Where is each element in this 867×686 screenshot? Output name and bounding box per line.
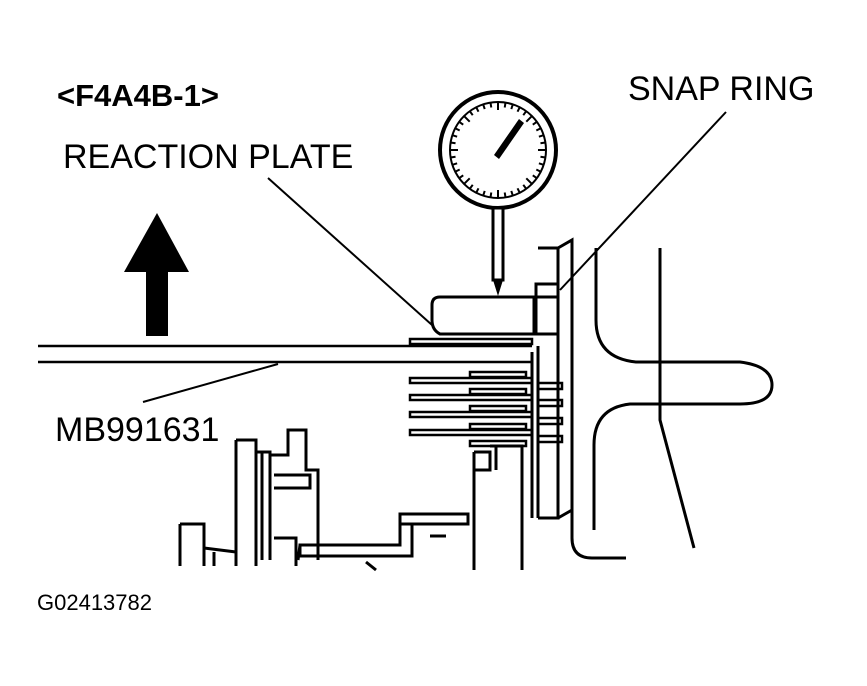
clutch-plate	[468, 370, 528, 379]
dial-tick	[458, 174, 464, 180]
dial-tick	[452, 134, 458, 138]
dial-tick	[475, 187, 480, 194]
dial-tick	[522, 184, 528, 190]
clutch-plate	[468, 387, 528, 396]
clutch-plate	[468, 404, 528, 413]
dial-tick	[540, 155, 546, 159]
dial-tick	[532, 174, 538, 180]
clutch-plate	[468, 422, 528, 431]
tool-number-label: MB991631	[55, 411, 220, 449]
mb991631-leader	[142, 363, 279, 403]
reaction-plate-block	[430, 295, 536, 336]
leader-lines	[142, 111, 727, 403]
clutch-plate	[408, 337, 534, 346]
dial-tick	[452, 162, 458, 166]
reaction-plate-label: REACTION PLATE	[63, 138, 354, 176]
dial-tick	[538, 134, 544, 138]
dial-tick	[450, 155, 456, 159]
dial-tick	[516, 106, 521, 113]
snap-ring-label: SNAP RING	[628, 70, 815, 108]
transmission-housing	[536, 237, 774, 560]
lower-assembly	[178, 428, 470, 572]
dial-tick	[516, 187, 521, 194]
dial-tick	[463, 115, 471, 123]
dial-tick	[482, 190, 486, 196]
snap-ring	[534, 282, 560, 336]
dial-tick	[532, 120, 538, 126]
up-arrow-icon	[124, 213, 189, 336]
dial-ticks	[450, 102, 546, 198]
dial-tick	[503, 192, 507, 198]
dial-tick	[463, 177, 471, 185]
dial-tick	[510, 190, 514, 196]
clutch-hub	[472, 352, 534, 570]
dial-indicator	[438, 90, 558, 296]
dial-tick	[503, 102, 507, 108]
dial-tick	[450, 141, 456, 145]
clutch-plates	[408, 337, 564, 448]
clutch-plate	[408, 376, 534, 385]
tool-mb991631	[38, 344, 532, 364]
dial-tick	[538, 162, 544, 166]
clutch-plate	[408, 410, 534, 419]
dial-tick	[475, 106, 480, 113]
dial-tick	[535, 168, 542, 173]
figure-id-label: G02413782	[37, 590, 152, 615]
dial-tick	[489, 192, 493, 198]
dial-needle	[494, 119, 524, 159]
dial-tick	[525, 177, 533, 185]
dial-tick	[510, 104, 514, 110]
dial-tick	[489, 102, 493, 108]
snap-ring-leader	[559, 111, 727, 291]
clutch-plate	[408, 428, 534, 437]
dial-tick	[458, 120, 464, 126]
reaction-plate-leader	[267, 177, 433, 326]
dial-tick	[540, 141, 546, 145]
dial-tick	[468, 110, 474, 116]
clutch-plate	[408, 393, 534, 402]
dial-tick	[468, 184, 474, 190]
model-code-label: <F4A4B-1>	[57, 78, 219, 113]
dial-tick	[454, 127, 461, 132]
dial-tick	[525, 115, 533, 123]
dial-tick	[522, 110, 528, 116]
dial-tick	[454, 168, 461, 173]
dial-tick	[535, 127, 542, 132]
dial-tick	[482, 104, 486, 110]
